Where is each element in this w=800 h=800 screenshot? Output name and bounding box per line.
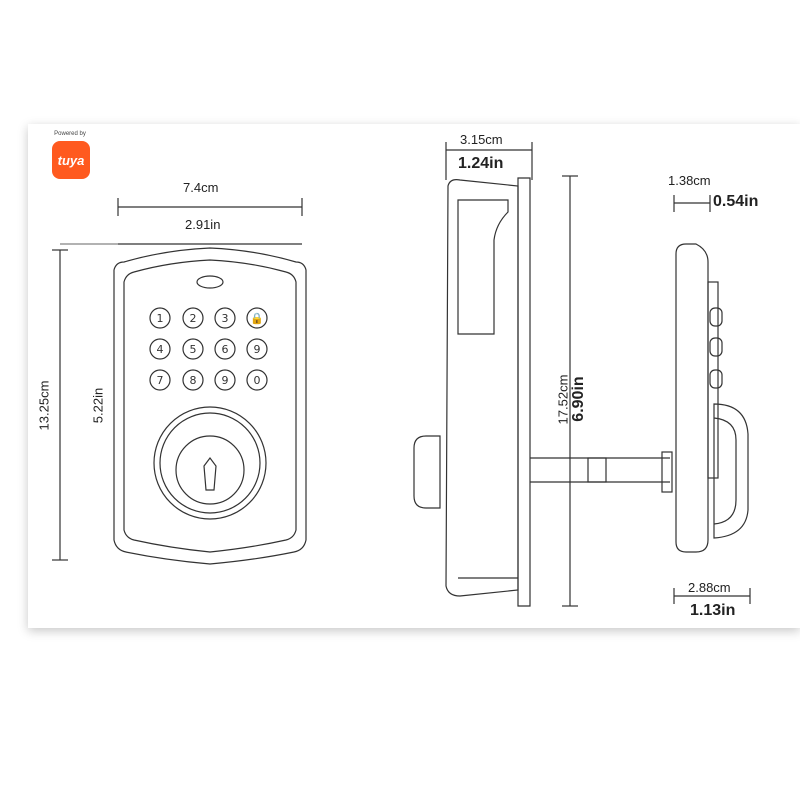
side-depth-in-label: 1.24in <box>458 155 504 172</box>
keypad-key-label: 6 <box>222 343 229 356</box>
keypad-button-10 <box>182 369 204 391</box>
keypad-button-7 <box>214 338 236 360</box>
rear-bottom-in-label: 1.13in <box>690 602 736 619</box>
tuya-badge: Powered by tuya <box>48 131 92 183</box>
keypad-key-label: 🔒 <box>250 312 264 325</box>
keypad-key-label: 9 <box>222 374 229 387</box>
rear-bottom-cm-label: 2.88cm <box>688 580 731 595</box>
front-height-cm-label: 13.25cm <box>36 380 52 431</box>
keypad-key-label: 9 <box>254 343 261 356</box>
rear-button-3 <box>709 369 723 389</box>
side-tailpiece-coupler <box>587 457 607 483</box>
side-length-cm-label: 17.52cm <box>555 374 571 425</box>
keypad-key-label: 0 <box>254 374 261 387</box>
keypad-button-5 <box>149 338 171 360</box>
cylinder-outer-ring <box>153 406 267 520</box>
tuya-logo-icon: tuya <box>52 141 90 179</box>
keypad-button-12 <box>246 369 268 391</box>
tuya-brand-text: tuya <box>57 152 85 168</box>
rear-top-cm-label: 1.38cm <box>668 173 711 188</box>
keypad: 1 2 3 🔒 4 5 6 9 7 8 9 0 <box>149 307 268 391</box>
front-width-in-label: 2.91in <box>185 217 221 232</box>
front-plate-outline <box>113 247 307 565</box>
keypad-button-4 <box>246 307 268 329</box>
front-height-in-label: 5.22in <box>90 387 106 424</box>
keypad-button-9 <box>149 369 171 391</box>
side-tailpiece-end <box>661 451 673 493</box>
side-depth-cm-label: 3.15cm <box>460 132 503 147</box>
keypad-key-label: 4 <box>157 343 164 356</box>
cylinder-inner-ring <box>175 435 245 505</box>
cylinder-mid-ring <box>159 412 261 514</box>
rear-cylinder-housing <box>713 403 749 539</box>
rear-button-strip <box>707 281 719 479</box>
side-door-plate <box>517 177 531 607</box>
side-exterior-recess <box>457 199 509 335</box>
keypad-key-label: 8 <box>190 374 197 387</box>
keypad-key-label: 2 <box>190 312 197 325</box>
rear-cylinder-inner <box>713 417 737 525</box>
keypad-key-label: 1 <box>157 312 164 325</box>
keypad-key-label: 3 <box>222 312 229 325</box>
front-plate-inner-outline <box>123 259 297 553</box>
keypad-key-label: 7 <box>157 374 164 387</box>
side-thumbturn-handle <box>413 435 441 509</box>
keypad-button-6 <box>182 338 204 360</box>
rear-button-1 <box>709 307 723 327</box>
keyhole-icon <box>203 457 217 491</box>
keypad-button-3 <box>214 307 236 329</box>
keypad-button-1 <box>149 307 171 329</box>
keypad-button-11 <box>214 369 236 391</box>
keypad-button-2 <box>182 307 204 329</box>
rear-top-in-label: 0.54in <box>713 193 759 210</box>
powered-by-text: Powered by <box>54 131 86 137</box>
keypad-key-label: 5 <box>190 343 197 356</box>
front-indicator-light <box>196 275 224 289</box>
side-length-in-label: 6.90in <box>570 376 587 422</box>
rear-plate-outline <box>675 243 709 553</box>
front-width-cm-label: 7.4cm <box>183 180 219 195</box>
keypad-button-8 <box>246 338 268 360</box>
side-exterior-body <box>445 179 519 597</box>
rear-button-2 <box>709 337 723 357</box>
